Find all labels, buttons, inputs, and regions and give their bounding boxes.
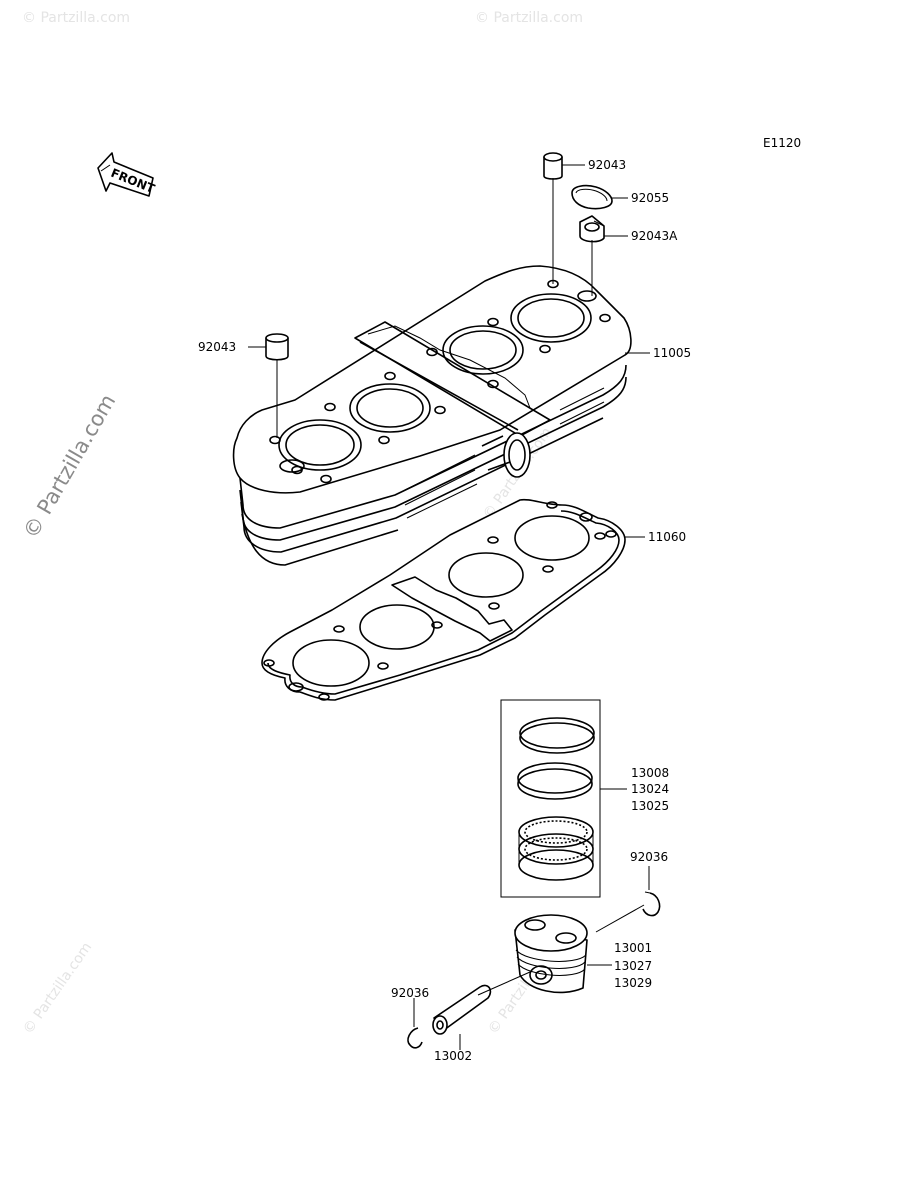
part-label-92036-left: 92036 bbox=[391, 986, 429, 1000]
part-label-92043a: 92043A bbox=[631, 229, 678, 243]
part-label-13024: 13024 bbox=[631, 782, 669, 796]
watermark-top-center: © Partzilla.com bbox=[475, 10, 583, 26]
dowel-pin-oil-jet bbox=[579, 215, 605, 243]
cylinder-block bbox=[232, 265, 632, 566]
part-label-92043-top: 92043 bbox=[588, 158, 626, 172]
part-label-92055: 92055 bbox=[631, 191, 669, 205]
part-label-13027: 13027 bbox=[614, 959, 652, 973]
front-arrow-icon: FRONT bbox=[97, 152, 157, 197]
part-label-13025: 13025 bbox=[631, 799, 669, 813]
dowel-pin-left bbox=[265, 333, 289, 361]
leader-lines bbox=[248, 164, 650, 1050]
diagram-code: E1120 bbox=[763, 136, 801, 150]
watermark-lower-left: © Partzilla.com bbox=[20, 940, 95, 1038]
o-ring-seal bbox=[571, 184, 613, 210]
watermark-side: © Partzilla.com bbox=[19, 390, 121, 542]
part-label-92036-right: 92036 bbox=[630, 850, 668, 864]
part-label-13008: 13008 bbox=[631, 766, 669, 780]
part-label-13029: 13029 bbox=[614, 976, 652, 990]
circlip-left bbox=[407, 1027, 423, 1049]
part-label-13001: 13001 bbox=[614, 941, 652, 955]
piston-pin bbox=[432, 984, 492, 1035]
circlip-right bbox=[642, 891, 661, 917]
part-label-11060: 11060 bbox=[648, 530, 686, 544]
piston bbox=[514, 914, 588, 994]
dowel-pin-top bbox=[543, 152, 563, 180]
piston-ring-set bbox=[500, 699, 601, 898]
head-gasket bbox=[261, 498, 626, 701]
part-label-92043-left: 92043 bbox=[198, 340, 236, 354]
part-label-11005: 11005 bbox=[653, 346, 691, 360]
watermark-top-left: © Partzilla.com bbox=[22, 10, 130, 26]
part-label-13002: 13002 bbox=[434, 1049, 472, 1063]
